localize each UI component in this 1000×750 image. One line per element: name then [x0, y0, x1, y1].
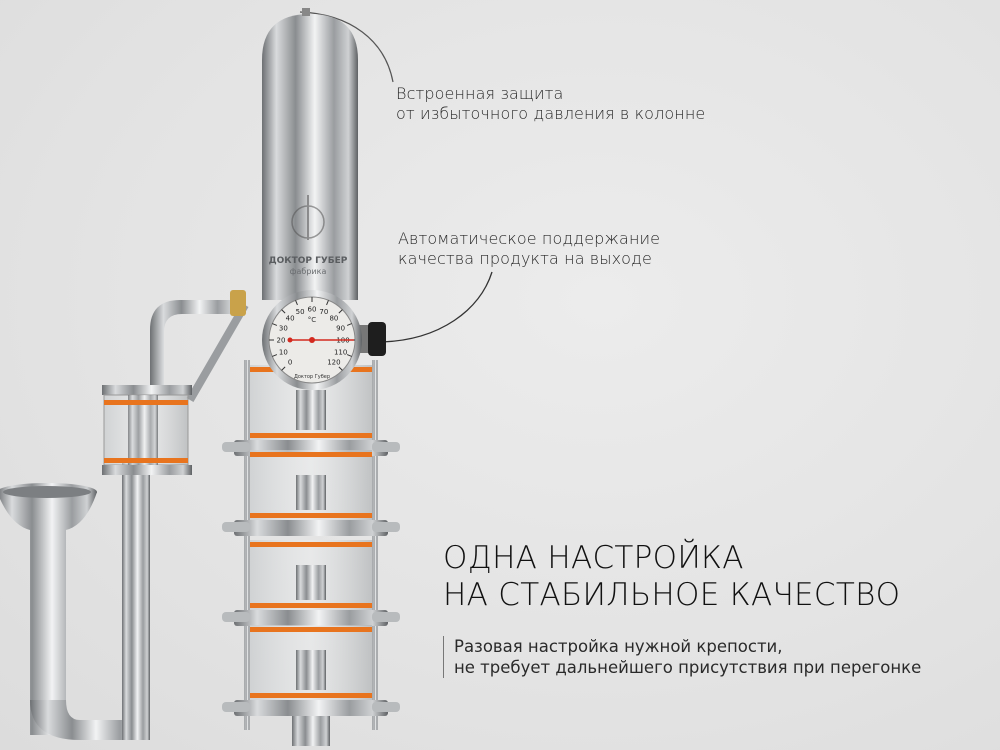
- gauge-tick: [281, 366, 286, 371]
- funnel: [0, 483, 150, 740]
- support-rod: [244, 360, 250, 730]
- orange-seal: [250, 513, 372, 518]
- clamp-ring: [234, 520, 388, 536]
- gauge-needle-hub: [309, 337, 315, 343]
- clamp-ring: [234, 610, 388, 626]
- orange-seal: [250, 433, 372, 438]
- headline: ОДНА НАСТРОЙКА НА СТАБИЛЬНОЕ КАЧЕСТВО: [443, 540, 900, 614]
- gauge-tick-label: 70: [319, 308, 328, 316]
- gauge-tick-label: 50: [296, 308, 305, 316]
- gauge-tick: [281, 309, 286, 314]
- callout-quality-control: Автоматическое поддержание качества прод…: [398, 229, 660, 269]
- gauge-tick: [272, 354, 278, 357]
- clamp-handle: [372, 442, 400, 452]
- gauge-tick: [272, 323, 278, 326]
- subtext-line: Разовая настройка нужной крепости,: [454, 637, 783, 656]
- logo-subtext: фабрика: [290, 267, 327, 276]
- callout-line-quality: [381, 271, 493, 343]
- gauge-tick-label: 120: [327, 358, 340, 366]
- gauge-tick: [295, 300, 298, 306]
- gauge-tick: [326, 300, 329, 306]
- subtext: Разовая настройка нужной крепости, не тр…: [443, 636, 921, 678]
- gauge-tick-label: 40: [286, 315, 295, 323]
- gauge-tick-label: 60: [308, 306, 317, 314]
- brand-logo: [291, 195, 325, 240]
- gauge-unit: °C: [308, 316, 317, 324]
- inner-tube: [296, 650, 326, 690]
- gauge-tick: [338, 309, 343, 314]
- headline-line: ОДНА НАСТРОЙКА: [443, 540, 744, 576]
- clamp-handle: [372, 612, 400, 622]
- orange-seal: [250, 693, 372, 698]
- callout-line: Встроенная защита: [396, 84, 564, 103]
- gauge-needle-tail: [287, 337, 293, 343]
- clamp-handle: [222, 442, 250, 452]
- gauge-tick: [346, 323, 352, 326]
- orange-seal: [250, 542, 372, 547]
- clamp-handle: [222, 612, 250, 622]
- headline-line: НА СТАБИЛЬНОЕ КАЧЕСТВО: [443, 577, 901, 613]
- support-rod: [372, 360, 378, 730]
- gauge-tick: [338, 366, 343, 371]
- clamp-handle: [222, 522, 250, 532]
- gauge-tick-label: 80: [329, 315, 338, 323]
- inner-tube: [296, 475, 326, 510]
- gauge-brand: Доктор Губер: [294, 374, 330, 380]
- bottom-fitting: [292, 716, 330, 746]
- thermometer-gauge: °C Доктор Губер 010203040506070809010011…: [262, 290, 362, 390]
- column: ДОКТОР ГУБЕР фабрика: [262, 8, 386, 356]
- callout-line-pressure: [299, 11, 394, 83]
- outlet-condenser: [102, 290, 249, 740]
- gauge-tick-label: 20: [277, 337, 286, 345]
- clamp-handle: [372, 702, 400, 712]
- clamp-ring: [234, 700, 388, 716]
- orange-seal: [250, 627, 372, 632]
- callout-line: от избыточного давления в колонне: [396, 104, 706, 123]
- gauge-tick-label: 30: [279, 325, 288, 333]
- column-sections: [222, 360, 400, 746]
- inner-tube: [296, 565, 326, 600]
- gauge-tick-label: 110: [334, 348, 347, 356]
- orange-seal: [250, 603, 372, 608]
- orange-seal: [250, 452, 372, 457]
- clamp-handle: [222, 702, 250, 712]
- callout-line: качества продукта на выходе: [398, 249, 652, 268]
- callout-line: Автоматическое поддержание: [398, 229, 661, 248]
- gauge-tick-label: 90: [336, 325, 345, 333]
- gauge-tick-label: 0: [288, 358, 292, 366]
- callout-pressure-protection: Встроенная защита от избыточного давлени…: [396, 84, 705, 124]
- logo-text: ДОКТОР ГУБЕР: [269, 256, 348, 266]
- gauge-tick-label: 10: [279, 348, 288, 356]
- subtext-line: не требует дальнейшего присутствия при п…: [454, 658, 922, 677]
- inner-tube: [296, 390, 326, 430]
- clamp-handle: [372, 522, 400, 532]
- gauge-tick: [346, 354, 352, 357]
